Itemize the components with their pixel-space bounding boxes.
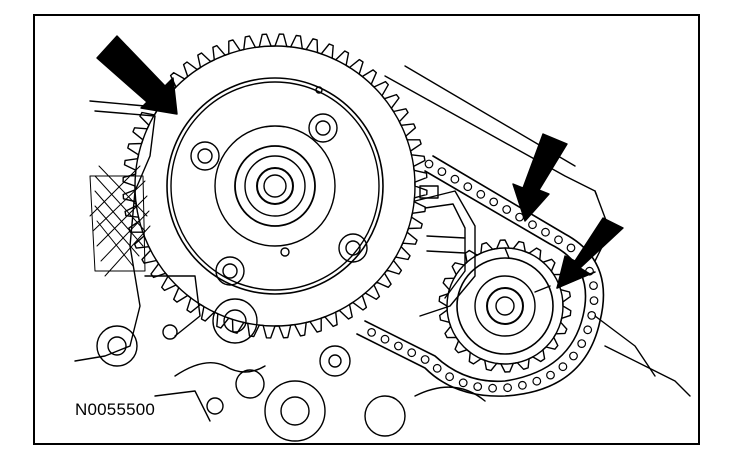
chain-link <box>532 376 542 386</box>
cam-sprocket-large <box>122 33 428 339</box>
chain-link <box>407 348 417 358</box>
chain-link <box>589 296 599 306</box>
chain-link <box>518 380 527 390</box>
chain-link <box>424 159 434 169</box>
chain-link <box>541 227 550 237</box>
chain-link <box>503 383 513 393</box>
arrow-upper-right-icon <box>512 133 568 222</box>
chain-link <box>488 383 498 393</box>
chain-link <box>558 362 568 372</box>
chain-link <box>554 235 563 245</box>
callout-arrows <box>96 35 624 289</box>
chain-link <box>432 363 442 373</box>
chain-link <box>445 372 455 382</box>
chain-link <box>566 243 576 253</box>
chain-link <box>394 341 403 351</box>
chain-link <box>583 325 593 335</box>
chain-link <box>367 328 377 337</box>
figure-frame: N0055500 <box>33 14 700 445</box>
cam-sprocket-small <box>438 239 572 373</box>
chain-tensioner-arm <box>414 185 476 317</box>
chain-link <box>476 189 486 199</box>
chain-link <box>380 334 390 344</box>
lower-engine-details <box>96 298 486 442</box>
crosshatch-area <box>89 165 151 277</box>
chain-link <box>589 281 598 291</box>
chain-link <box>420 355 430 364</box>
chain-link <box>463 182 473 192</box>
chain-link <box>502 205 512 214</box>
chain-link <box>473 382 483 392</box>
chain-link <box>528 220 537 230</box>
chain-link <box>587 311 597 320</box>
chain-link <box>489 197 499 207</box>
chain-link <box>569 351 578 361</box>
sprocket-bolts <box>190 86 368 286</box>
arrow-right-icon <box>556 217 624 289</box>
chain-link <box>437 167 447 177</box>
figure-id-label: N0055500 <box>75 400 156 419</box>
arrow-upper-left-icon <box>96 35 178 115</box>
chain-link <box>546 370 555 380</box>
chain-link <box>450 174 460 184</box>
timing-drive-illustration <box>74 33 691 442</box>
chain-link <box>458 378 468 388</box>
chain-link <box>577 339 587 349</box>
